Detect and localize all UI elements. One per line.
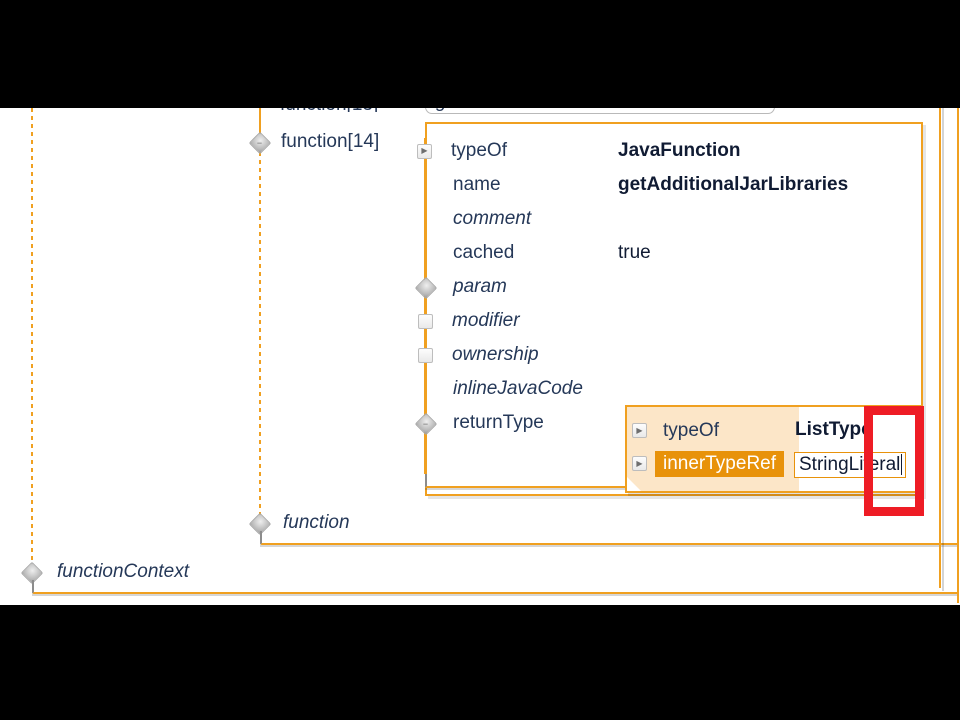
letterbox-bottom (0, 605, 960, 720)
property-key-name: name (453, 174, 501, 195)
triangle-glyph: ▶ (421, 146, 428, 155)
inner-type-ref-edit-field[interactable]: StringLiteral (794, 452, 906, 478)
tree-line-function (259, 136, 261, 516)
property-row-cached[interactable]: cached true (417, 236, 897, 270)
expand-triangle-icon-nested-typeof[interactable]: ▶ (632, 423, 647, 438)
tree-marker-function-context[interactable] (23, 564, 40, 581)
clipped-top-field[interactable]: getAdditionalJarLibraries : JavaFunction (425, 108, 775, 114)
property-key-modifier: modifier (452, 310, 520, 331)
tree-marker-function[interactable] (251, 515, 268, 532)
tree-marker-function-14[interactable]: – (251, 134, 268, 151)
property-row-param[interactable]: param (417, 270, 897, 304)
tree-line-function-context (31, 108, 33, 566)
empty-square-icon-modifier[interactable] (418, 313, 433, 329)
nested-value-typeof[interactable]: ListType (795, 419, 872, 440)
property-row-ownership[interactable]: ownership (417, 338, 897, 372)
tree-closer-function-context (32, 580, 957, 596)
tree-closer-function (260, 531, 957, 547)
tree-label-function[interactable]: function (283, 512, 350, 533)
property-key-returntype: returnType (453, 412, 544, 433)
diamond-minus-glyph: – (256, 136, 263, 149)
container-rail-outer-2 (957, 108, 959, 603)
panel-inner-spine (424, 138, 426, 473)
property-key-param: param (453, 276, 507, 297)
tree-line-function-13-stub (259, 108, 261, 136)
property-row-typeof[interactable]: ▶ typeOf JavaFunction (417, 134, 897, 168)
collection-diamond-icon-param[interactable] (417, 279, 434, 296)
property-key-ownership: ownership (452, 344, 539, 365)
property-key-cached: cached (453, 242, 515, 263)
container-rail-outer-1 (939, 108, 944, 591)
property-value-cached[interactable]: true (618, 242, 651, 263)
letterbox-top (0, 0, 960, 108)
triangle-glyph-nested-innertyperef: ▶ (636, 458, 643, 468)
inner-type-ref-edit-text: StringLiteral (799, 453, 901, 475)
property-row-modifier[interactable]: modifier (417, 304, 897, 338)
tree-label-function-context[interactable]: functionContext (57, 561, 190, 582)
property-value-typeof[interactable]: JavaFunction (618, 140, 741, 161)
nested-panel-corner-notch (627, 476, 642, 491)
nested-key-innertyperef[interactable]: innerTypeRef (655, 450, 785, 477)
editor-viewport[interactable]: function[13] getAdditionalJarLibraries :… (0, 108, 960, 605)
nested-row-typeof[interactable]: ▶ typeOf ListType (627, 414, 919, 447)
expand-triangle-icon-nested-innertyperef[interactable]: ▶ (632, 456, 647, 471)
property-key-comment: comment (453, 208, 532, 229)
property-row-returntype[interactable]: – returnType (417, 406, 897, 440)
nested-row-innertyperef[interactable]: ▶ innerTypeRef (627, 447, 919, 480)
text-caret (901, 454, 902, 475)
property-row-name[interactable]: name getAdditionalJarLibraries (417, 168, 897, 202)
property-row-comment[interactable]: comment (417, 202, 897, 236)
property-row-inlinejavacode[interactable]: inlineJavaCode (417, 372, 897, 406)
property-key-typeof: typeOf (451, 140, 507, 161)
empty-square-icon-ownership[interactable] (418, 347, 433, 363)
diamond-minus-glyph-returntype: – (422, 416, 429, 430)
expand-triangle-icon-typeof[interactable]: ▶ (417, 143, 432, 159)
return-type-list-type-panel[interactable]: ▶ typeOf ListType ▶ innerTypeRef StringL… (625, 405, 921, 493)
triangle-glyph-nested-typeof: ▶ (636, 425, 643, 435)
tree-label-function-14[interactable]: function[14] (281, 131, 380, 152)
tree-label-function-13[interactable]: function[13] (280, 108, 378, 112)
nested-key-column (627, 407, 799, 491)
collection-diamond-icon-returntype[interactable]: – (417, 415, 434, 432)
property-key-inlinejavacode: inlineJavaCode (453, 378, 583, 399)
tree-line-returntype-child (424, 438, 426, 478)
property-value-name[interactable]: getAdditionalJarLibraries (618, 174, 849, 195)
clipped-top-field-text: getAdditionalJarLibraries : JavaFunction (436, 108, 774, 113)
nested-key-typeof: typeOf (663, 419, 719, 441)
